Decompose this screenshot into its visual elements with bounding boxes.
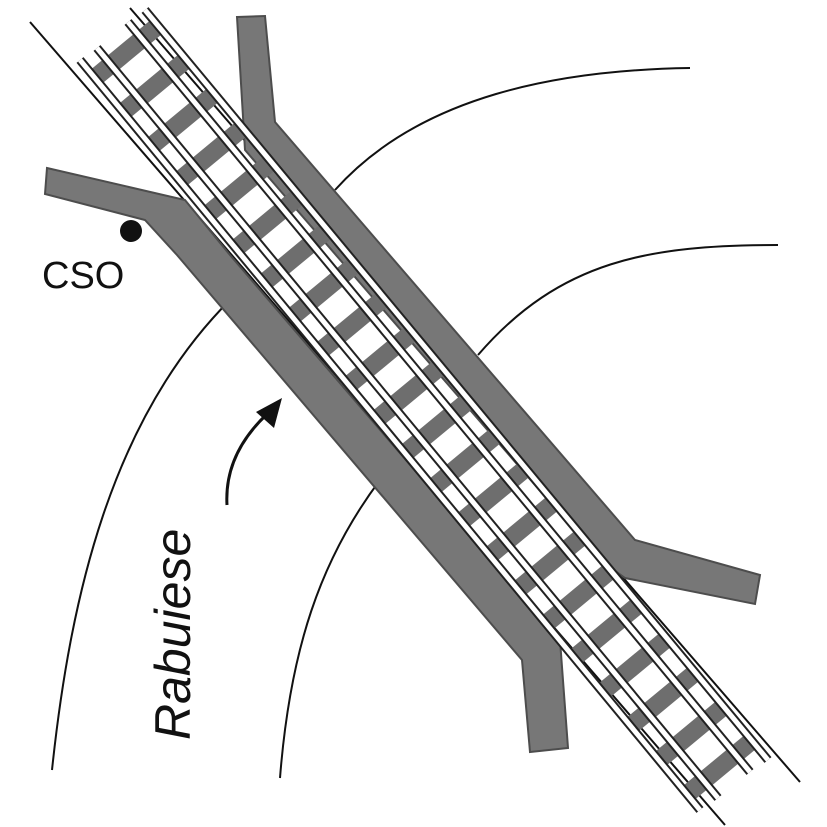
culvert [43,14,762,754]
terrain-lines [51,67,779,779]
culvert-left-wing [43,166,570,754]
terrain-line-left-outer [51,299,231,771]
terrain-line-middle-right [477,244,779,356]
track-sleeper [200,154,278,223]
track-sleeper [116,52,193,120]
culvert-right-wing [235,14,762,606]
rail-inner-right-fill [126,20,752,774]
rail-outer-left-fill [78,58,702,812]
track-sleeper [229,188,306,257]
track-sleeper [257,222,334,291]
cso-label: CSO [42,255,124,297]
flow-arrow-icon [225,398,282,506]
rails [76,7,772,813]
track-sleeper [285,257,362,325]
rail-outer-right-fill [143,8,770,762]
rail-inner-left-fill [95,46,720,800]
stream-label: Rabuiese [145,529,201,740]
track-sleeper [144,86,221,154]
cso-marker [120,220,142,242]
terrain-line-upper-right [334,67,691,191]
terrain-line-left-inner [279,479,381,779]
track-sleeper [88,18,165,86]
track-sleeper [172,120,249,188]
